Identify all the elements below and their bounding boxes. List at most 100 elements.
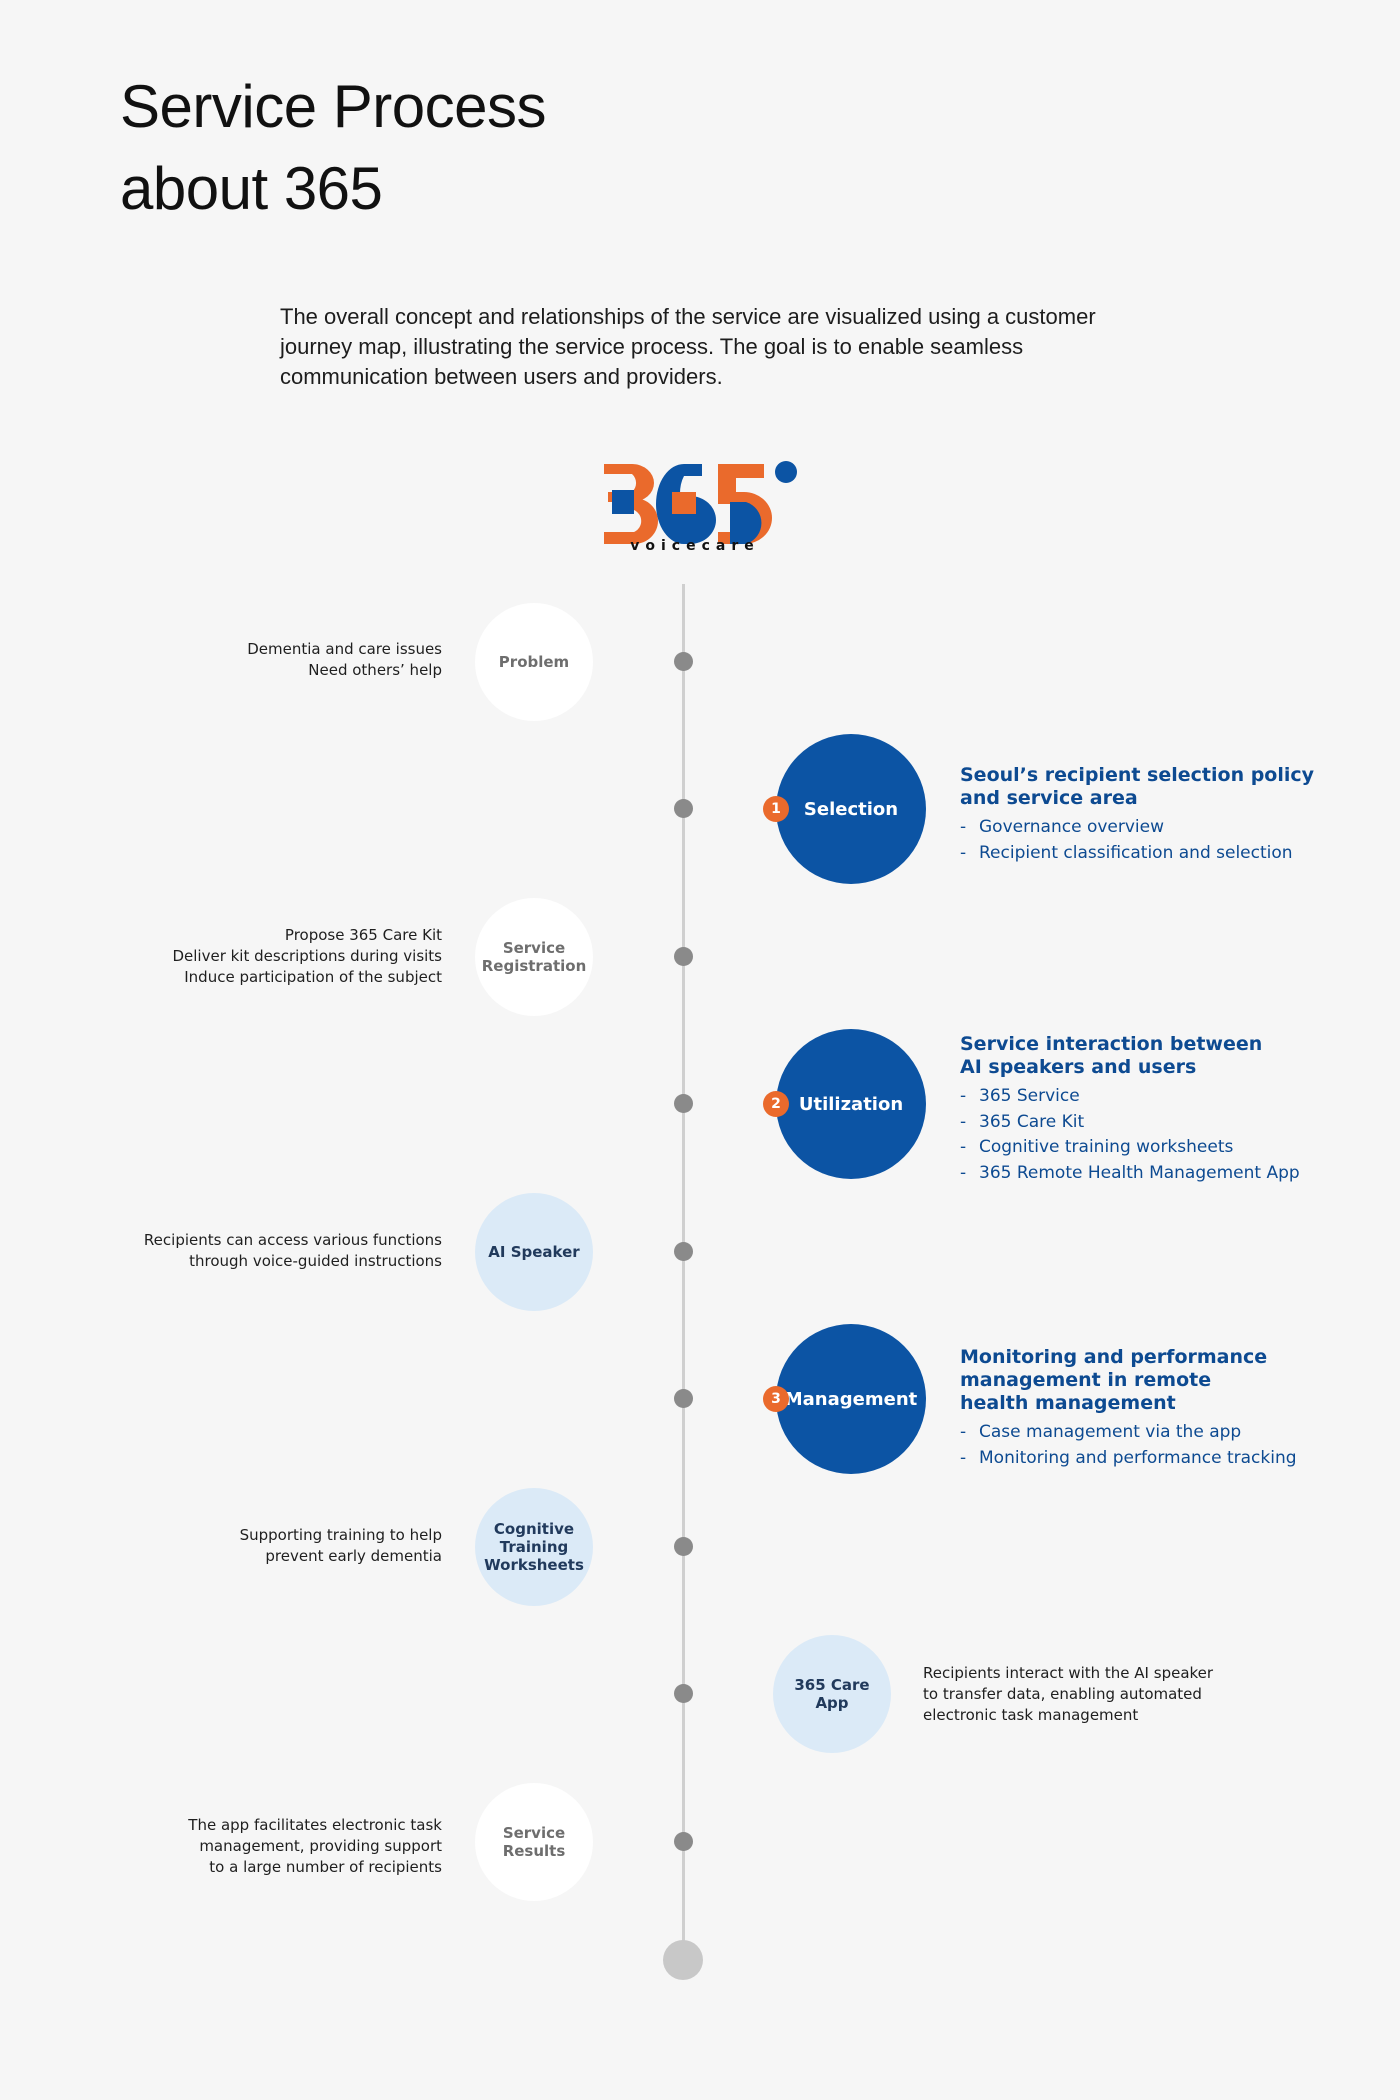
list-dash: - <box>960 817 967 837</box>
management-label: Management <box>784 1388 918 1410</box>
worksheets-note-line-2: prevent early dementia <box>265 1547 442 1565</box>
care-app-label-line-1: 365 Care <box>794 1676 870 1694</box>
list-item: -365 Service <box>960 1084 1300 1110</box>
registration-label-line-2: Registration <box>481 957 587 975</box>
registration-label-line-1: Service <box>502 939 566 957</box>
utilization-heading-line-2: AI speakers and users <box>960 1056 1197 1078</box>
timeline-dot-ai-speaker <box>674 1242 693 1261</box>
problem-label: Problem <box>498 653 570 671</box>
list-item-text: Cognitive training worksheets <box>979 1137 1234 1157</box>
registration-note: Propose 365 Care Kit Deliver kit descrip… <box>172 925 442 988</box>
page-title-line-2: about 365 <box>120 155 383 222</box>
list-item: -365 Remote Health Management App <box>960 1161 1300 1187</box>
list-item: -365 Care Kit <box>960 1110 1300 1136</box>
page-title-line-1: Service Process <box>120 73 546 140</box>
management-step-badge: 3 <box>763 1386 789 1412</box>
timeline-dot-selection <box>674 799 693 818</box>
list-item: -Cognitive training worksheets <box>960 1135 1300 1161</box>
worksheets-label-line-3: Worksheets <box>484 1556 584 1574</box>
management-heading-line-3: health management <box>960 1392 1176 1414</box>
selection-list: -Governance overview -Recipient classifi… <box>960 815 1314 866</box>
list-item: -Monitoring and performance tracking <box>960 1446 1297 1472</box>
care-app-note-line-3: electronic task management <box>923 1706 1139 1724</box>
results-label-line-1: Service <box>502 1824 566 1842</box>
selection-heading: Seoul’s recipient selection policy and s… <box>960 764 1314 810</box>
worksheets-label-line-1: Cognitive <box>493 1520 575 1538</box>
selection-detail: Seoul’s recipient selection policy and s… <box>960 764 1314 866</box>
problem-note-line-1: Dementia and care issues <box>247 640 442 658</box>
ai-speaker-note-line-2: through voice-guided instructions <box>189 1252 442 1270</box>
list-dash: - <box>960 1086 967 1106</box>
management-heading-line-2: management in remote <box>960 1369 1212 1391</box>
timeline-dot-care-app <box>674 1684 693 1703</box>
list-item-text: 365 Care Kit <box>979 1111 1085 1132</box>
results-note: The app facilitates electronic task mana… <box>188 1815 442 1878</box>
logo-digit-3-block <box>612 490 634 514</box>
list-dash: - <box>960 1447 967 1468</box>
list-dash: - <box>960 1111 967 1132</box>
worksheets-label: Cognitive Training Worksheets <box>484 1520 584 1574</box>
results-note-line-2: management, providing support <box>199 1837 442 1855</box>
selection-node: Selection <box>776 734 926 884</box>
list-dash: - <box>960 1137 967 1157</box>
utilization-step-badge: 2 <box>763 1091 789 1117</box>
registration-note-line-1: Propose 365 Care Kit <box>284 926 442 944</box>
logo-wordmark: voicecare <box>630 538 760 554</box>
utilization-label: Utilization <box>798 1093 904 1115</box>
logo-digit-6-block <box>672 492 696 514</box>
timeline-line <box>682 584 685 1958</box>
utilization-heading: Service interaction between AI speakers … <box>960 1033 1300 1079</box>
worksheets-note: Supporting training to help prevent earl… <box>240 1525 442 1567</box>
results-note-line-1: The app facilitates electronic task <box>188 1816 442 1834</box>
problem-node: Problem <box>475 603 593 721</box>
results-label-line-2: Results <box>502 1842 566 1860</box>
selection-step-badge: 1 <box>763 796 789 822</box>
list-item: -Case management via the app <box>960 1420 1297 1446</box>
management-detail: Monitoring and performance management in… <box>960 1346 1297 1471</box>
timeline-dot-utilization <box>674 1094 693 1113</box>
list-dash: - <box>960 1162 967 1183</box>
ai-speaker-node: AI Speaker <box>475 1193 593 1311</box>
selection-heading-line-2: and service area <box>960 787 1138 809</box>
list-item-text: Governance overview <box>979 817 1165 837</box>
voicecare-logo: 365 <box>604 461 797 544</box>
list-item: -Recipient classification and selection <box>960 841 1314 867</box>
care-app-label-line-2: App <box>815 1694 849 1712</box>
results-note-line-3: to a large number of recipients <box>209 1858 442 1876</box>
utilization-list: -365 Service -365 Care Kit -Cognitive tr… <box>960 1084 1300 1186</box>
timeline-dot-worksheets <box>674 1537 693 1556</box>
logo-dot <box>775 461 797 483</box>
timeline-dot-problem <box>674 652 693 671</box>
utilization-detail: Service interaction between AI speakers … <box>960 1033 1300 1186</box>
worksheets-node: Cognitive Training Worksheets <box>475 1488 593 1606</box>
timeline-dot-management <box>674 1389 693 1408</box>
list-item-text: Recipient classification and selection <box>979 842 1293 863</box>
results-label: Service Results <box>503 1824 566 1860</box>
care-app-note: Recipients interact with the AI speaker … <box>923 1663 1213 1726</box>
problem-note-line-2: Need others’ help <box>308 661 442 679</box>
ai-speaker-note: Recipients can access various functions … <box>144 1230 442 1272</box>
utilization-heading-line-1: Service interaction between <box>960 1033 1263 1055</box>
timeline-dot-registration <box>674 947 693 966</box>
management-heading: Monitoring and performance management in… <box>960 1346 1297 1415</box>
worksheets-note-line-1: Supporting training to help <box>239 1526 442 1544</box>
list-item-text: Monitoring and performance tracking <box>979 1447 1297 1468</box>
timeline-dot-results <box>674 1832 693 1851</box>
registration-note-line-3: Induce participation of the subject <box>184 968 442 986</box>
logo-digit-5-accent <box>730 502 762 544</box>
selection-heading-line-1: Seoul’s recipient selection policy <box>960 764 1315 786</box>
list-item-text: Case management via the app <box>979 1422 1242 1442</box>
list-item: -Governance overview <box>960 815 1314 841</box>
intro-paragraph: The overall concept and relationships of… <box>280 304 1096 389</box>
management-list: -Case management via the app -Monitoring… <box>960 1420 1297 1471</box>
care-app-label: 365 Care App <box>794 1676 869 1712</box>
utilization-node: Utilization <box>776 1029 926 1179</box>
registration-node: Service Registration <box>475 898 593 1016</box>
results-node: Service Results <box>475 1783 593 1901</box>
ai-speaker-note-line-1: Recipients can access various functions <box>143 1231 442 1249</box>
care-app-note-line-2: to transfer data, enabling automated <box>923 1685 1202 1703</box>
list-item-text: 365 Remote Health Management App <box>979 1162 1300 1183</box>
selection-label: Selection <box>803 798 899 820</box>
management-node: Management <box>776 1324 926 1474</box>
